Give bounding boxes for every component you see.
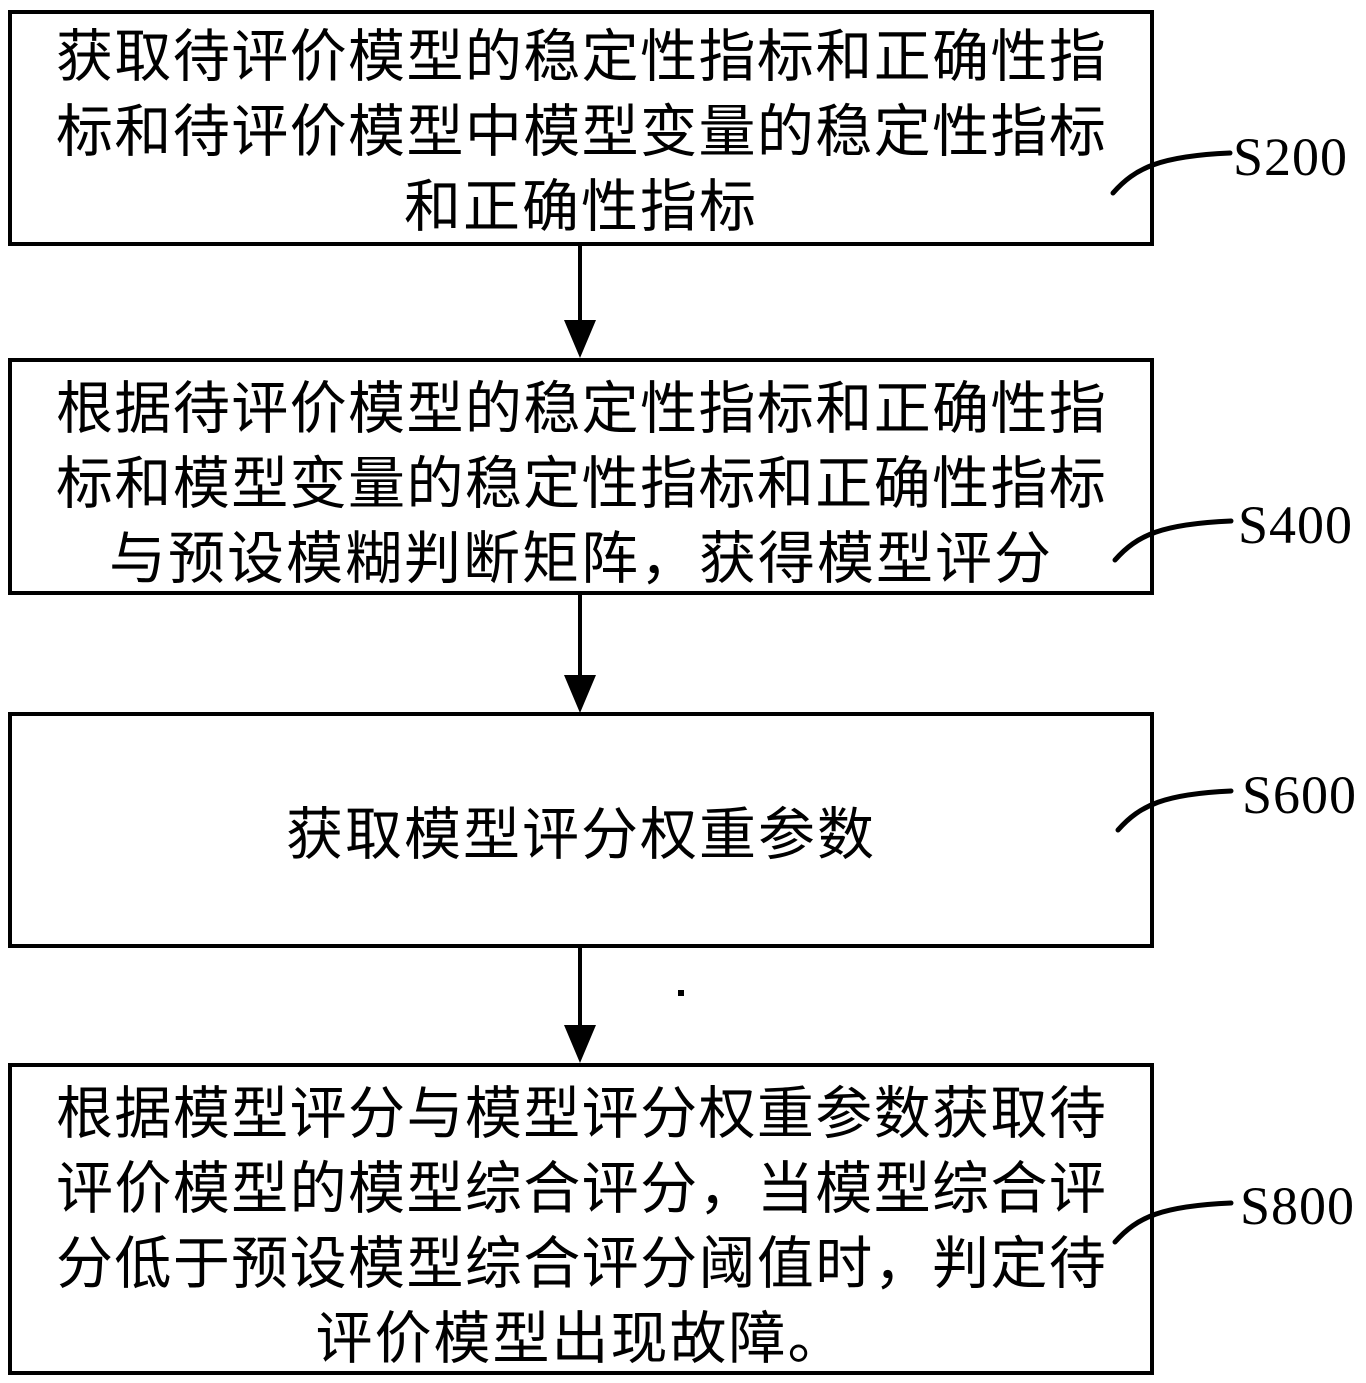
flow-arrow-2 [564, 593, 596, 713]
step-label-s400: S400 [1238, 495, 1354, 555]
step-label-s600: S600 [1242, 765, 1358, 825]
box-text-line: 评价模型的模型综合评分，当模型综合评 [56, 1157, 1106, 1221]
box-text-line: 标和模型变量的稳定性指标和正确性指标 [56, 452, 1106, 516]
box-text-line: 与预设模糊判断矩阵，获得模型评分 [109, 527, 1053, 591]
flow-arrow-3 [564, 946, 596, 1063]
box-text-line: 根据模型评分与模型评分权重参数获取待 [56, 1082, 1106, 1146]
box-text-line: 标和待评价模型中模型变量的稳定性指标 [56, 100, 1106, 164]
box-text-line: 获取待评价模型的稳定性指标和正确性指 [56, 25, 1106, 89]
box-text-line: 和正确性指标 [404, 175, 758, 239]
step-box-s600: 获取模型评分权重参数 [8, 712, 1154, 948]
box-text-line: 根据待评价模型的稳定性指标和正确性指 [56, 377, 1106, 441]
step-box-s800: 根据模型评分与模型评分权重参数获取待评价模型的模型综合评分，当模型综合评分低于预… [8, 1063, 1154, 1375]
box-text-line: 分低于预设模型综合评分阈值时，判定待 [56, 1232, 1106, 1296]
flow-arrow-1 [564, 244, 596, 358]
step-box-s400: 根据待评价模型的稳定性指标和正确性指标和模型变量的稳定性指标和正确性指标与预设模… [8, 358, 1154, 595]
stray-dot [678, 990, 684, 996]
step-label-s800: S800 [1240, 1176, 1356, 1236]
step-label-s200: S200 [1233, 127, 1349, 187]
box-text-line: 获取模型评分权重参数 [286, 804, 876, 867]
box-text-line: 评价模型出现故障。 [315, 1307, 847, 1371]
step-box-s200: 获取待评价模型的稳定性指标和正确性指标和待评价模型中模型变量的稳定性指标和正确性… [8, 10, 1154, 246]
